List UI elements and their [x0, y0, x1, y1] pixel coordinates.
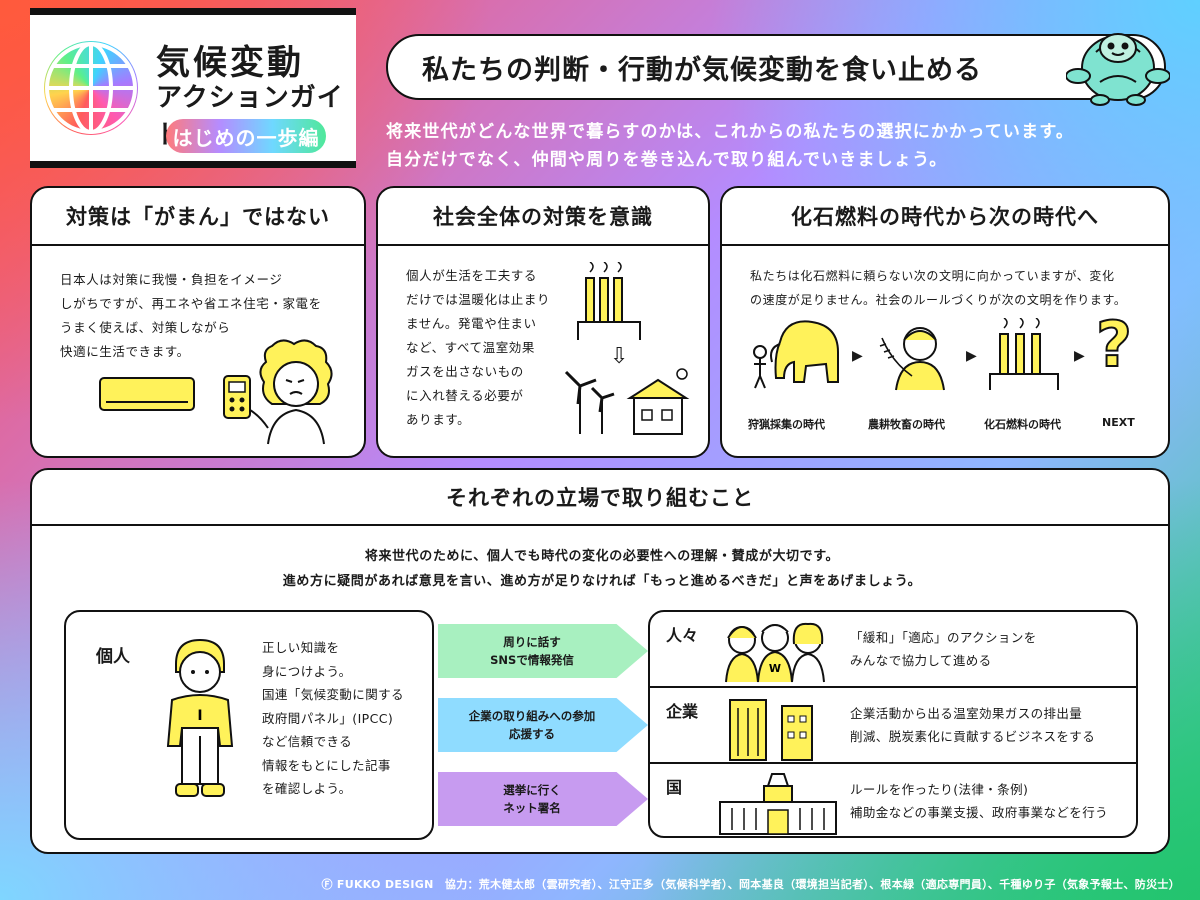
logo-title: 気候変動: [156, 43, 304, 83]
arrow-line: 応援する: [509, 727, 555, 741]
arrow-line: ネット署名: [503, 801, 561, 815]
target-label: 人々: [666, 626, 699, 645]
card-line: 快適に生活できます。: [60, 344, 190, 359]
people-group-icon: W: [720, 618, 830, 688]
card-body: 日本人は対策に我慢・負担をイメージ しがちですが、再エネや省エネ住宅・家電を う…: [60, 268, 322, 364]
shirt-letter: W: [769, 662, 781, 675]
card-line: ガスを出さないもの: [406, 364, 524, 379]
shirt-letter: I: [197, 708, 202, 724]
section-intro: 将来世代のために、個人でも時代の変化の必要性への理解・賛成が大切です。 進め方に…: [32, 544, 1168, 594]
targets-box: 人々 W 「緩和」「適応」のアクションを みんなで協力して進める: [648, 610, 1138, 838]
card-line: 私たちは化石燃料に頼らない次の文明に向かっていますが、変化: [750, 269, 1115, 283]
card-line: 個人が生活を工夫する: [406, 268, 538, 283]
card-next-era: 化石燃料の時代から次の時代へ 私たちは化石燃料に頼らない次の文明に向かっています…: [720, 186, 1170, 458]
card-body: 個人が生活を工夫する だけでは温暖化は止まり ません。発電や住まい など、すべて…: [406, 264, 550, 432]
arrow-support-companies: 企業の取り組みへの参加応援する: [438, 698, 648, 752]
mammoth-hunter-icon: [750, 312, 846, 396]
logo: 気候変動 アクションガイド はじめの一歩編: [30, 8, 356, 168]
arrow-right-icon: ▶: [966, 348, 977, 364]
card-line: しがちですが、再エネや省エネ住宅・家電を: [60, 296, 322, 311]
card-line: あります。: [406, 412, 471, 427]
intro-line-1: 将来世代がどんな世界で暮らすのかは、これからの私たちの選択にかかっています。: [386, 122, 1075, 142]
turtle-mascot-icon: [1065, 22, 1171, 108]
globe-icon: [44, 41, 138, 135]
card-line: うまく使えば、対策しながら: [60, 320, 231, 335]
section-title: それぞれの立場で取り組むこと: [32, 470, 1168, 526]
individual-line: を確認しよう。: [262, 781, 352, 796]
target-line: 「緩和」「適応」のアクションを: [850, 630, 1037, 645]
target-row-companies: 企業 企業活動から出る温室効果ガスの排出量 削減、脱炭素化に貢献するビジネスをす…: [650, 688, 1136, 764]
arrow-right-icon: ▶: [852, 348, 863, 364]
card-line: の速度が足りません。社会のルールづくりが次の文明を作ります。: [750, 293, 1127, 307]
factory-icon: [574, 261, 644, 346]
individual-person-icon: I: [160, 636, 240, 820]
individual-line: 正しい知識を: [262, 640, 340, 655]
target-row-people: 人々 W 「緩和」「適応」のアクションを みんなで協力して進める: [650, 612, 1136, 688]
wind-turbine-house-icon: [558, 358, 698, 442]
farmer-icon: [872, 318, 962, 396]
target-row-government: 国 ルールを作ったり(法律・条例) 補助金などの事業支援、政府事業など: [650, 764, 1136, 836]
era-label: 狩猟採集の時代: [748, 418, 825, 431]
era-label: NEXT: [1102, 416, 1135, 429]
card-line: 日本人は対策に我慢・負担をイメージ: [60, 272, 283, 287]
intro-line-2: 自分だけでなく、仲間や周りを巻き込んで取り組んでいきましょう。: [386, 150, 948, 170]
card-society-wide: 社会全体の対策を意識 個人が生活を工夫する だけでは温暖化は止まり ません。発電…: [376, 186, 710, 458]
office-buildings-icon: [724, 692, 824, 766]
target-line: ルールを作ったり(法律・条例): [850, 782, 1029, 797]
question-mark-icon: ?: [1095, 308, 1133, 381]
era-label: 農耕牧畜の時代: [868, 418, 945, 431]
arrow-right-icon: ▶: [1074, 348, 1085, 364]
card-title: 対策は「がまん」ではない: [32, 188, 364, 246]
credits-footer: Ⓕ FUKKO DESIGN 協力：荒木健太郎（雲研究者）、江守正多（気候科学者…: [321, 878, 1180, 891]
target-text: ルールを作ったり(法律・条例) 補助金などの事業支援、政府事業などを行う: [850, 778, 1108, 824]
card-line: ません。発電や住まい: [406, 316, 537, 331]
card-body: 私たちは化石燃料に頼らない次の文明に向かっていますが、変化 の速度が足りません。…: [750, 264, 1126, 312]
target-line: 補助金などの事業支援、政府事業などを行う: [850, 805, 1109, 820]
card-title: 社会全体の対策を意識: [378, 188, 708, 246]
individual-box: 個人 I 正しい知識を 身につけよう。 国連「気候変動に関する 政府間パネル」(…: [64, 610, 434, 840]
factory-icon: [984, 317, 1064, 396]
individual-line: 身につけよう。: [262, 663, 352, 679]
arrow-line: SNSで情報発信: [490, 653, 574, 667]
section-intro-line: 進め方に疑問があれば意見を言い、進め方が足りなければ「もっと進めるべきだ」と声を…: [282, 574, 922, 589]
arrow-vote: 選挙に行くネット署名: [438, 772, 648, 826]
arrow-line: 選挙に行く: [503, 783, 561, 797]
era-label: 化石燃料の時代: [984, 418, 1061, 431]
edition-badge: はじめの一歩編: [166, 119, 326, 153]
card-line: など、すべて温室効果: [406, 340, 536, 355]
target-text: 「緩和」「適応」のアクションを みんなで協力して進める: [850, 626, 1037, 672]
target-label: 企業: [666, 702, 699, 721]
target-line: みんなで協力して進める: [850, 653, 992, 668]
arrow-line: 周りに話す: [503, 635, 561, 649]
section-each-role: それぞれの立場で取り組むこと 将来世代のために、個人でも時代の変化の必要性への理…: [30, 468, 1170, 854]
card-line: だけでは温暖化は止まり: [406, 292, 551, 307]
individual-text: 正しい知識を 身につけよう。 国連「気候変動に関する 政府間パネル」(IPCC)…: [262, 636, 404, 801]
target-text: 企業活動から出る温室効果ガスの排出量 削減、脱炭素化に貢献するビジネスをする: [850, 702, 1095, 748]
target-line: 企業活動から出る温室効果ガスの排出量: [850, 706, 1083, 721]
air-conditioner-icon: [98, 374, 198, 418]
person-with-remote-icon: [212, 336, 352, 450]
individual-line: 国連「気候変動に関する: [262, 687, 404, 702]
individual-line: 政府間パネル」(IPCC): [262, 710, 394, 726]
headline: 私たちの判断・行動が気候変動を食い止める: [386, 34, 1166, 100]
arrow-line: 企業の取り組みへの参加: [468, 709, 596, 723]
card-line: に入れ替える必要が: [406, 388, 524, 403]
card-title: 化石燃料の時代から次の時代へ: [722, 188, 1168, 246]
individual-label: 個人: [96, 647, 130, 667]
arrow-down-icon: ⇩: [610, 344, 629, 369]
target-line: 削減、脱炭素化に貢献するビジネスをする: [850, 729, 1096, 744]
arrow-talk-to-others: 周りに話す SNSで情報発信: [438, 624, 648, 678]
individual-line: 情報をもとにした記事: [262, 757, 391, 773]
intro-text: 将来世代がどんな世界で暮らすのかは、これからの私たちの選択にかかっています。 自…: [386, 118, 1186, 174]
section-intro-line: 将来世代のために、個人でも時代の変化の必要性への理解・賛成が大切です。: [364, 549, 840, 564]
target-label: 国: [666, 778, 683, 797]
parliament-building-icon: [716, 770, 840, 836]
card-not-patience: 対策は「がまん」ではない 日本人は対策に我慢・負担をイメージ しがちですが、再エ…: [30, 186, 366, 458]
individual-line: など信頼できる: [262, 734, 353, 749]
